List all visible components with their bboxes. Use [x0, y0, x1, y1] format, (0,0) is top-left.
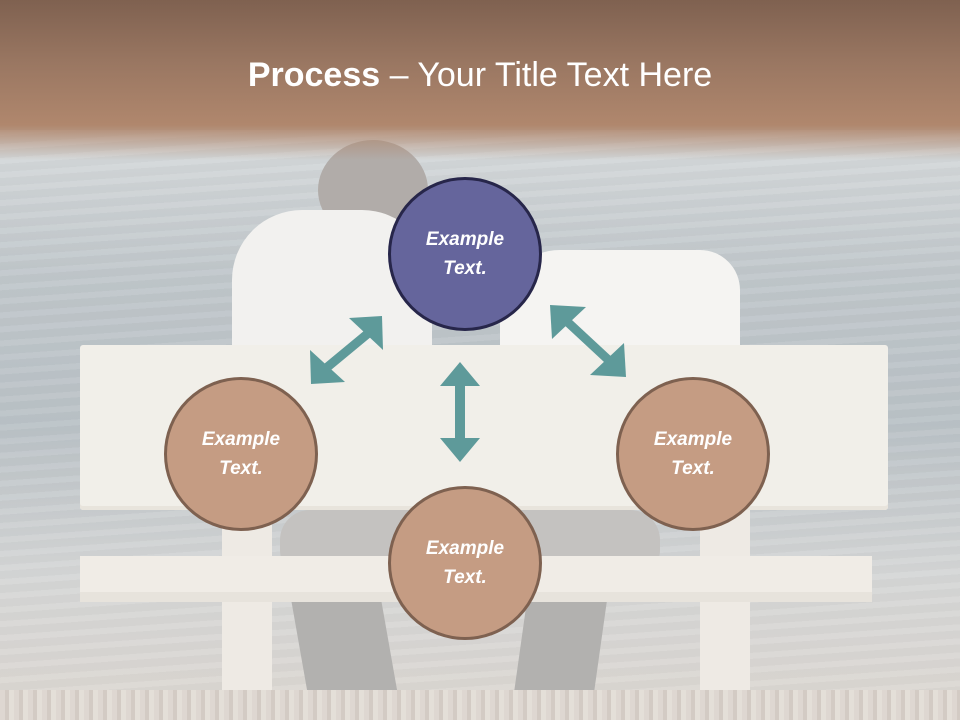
title-band [0, 0, 960, 160]
node-text-line1: Example [201, 429, 281, 450]
double-arrow-icon[interactable] [548, 303, 628, 379]
background-gravel [0, 690, 960, 720]
title-rest: – Your Title Text Here [380, 56, 713, 94]
node-text-line2: Text. [443, 258, 487, 279]
node-text-line2: Text. [671, 458, 715, 479]
title-bold: Process [247, 56, 381, 94]
node-text-line2: Text. [443, 567, 487, 588]
double-arrow-icon[interactable] [305, 312, 391, 388]
node-text-line2: Text. [219, 458, 263, 479]
slide-title[interactable]: Process – Your Title Text Here [0, 55, 960, 95]
double-arrow-icon[interactable] [438, 362, 482, 462]
node-text-line1: Example [425, 538, 505, 559]
node-text-line1: Example [653, 429, 733, 450]
node-text-line1: Example [425, 229, 505, 250]
